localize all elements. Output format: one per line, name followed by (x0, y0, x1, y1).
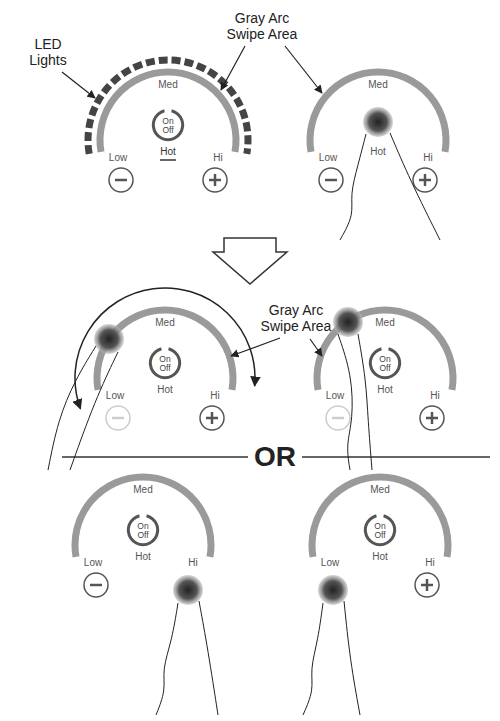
arc-label: Hi (430, 390, 439, 402)
ring (149, 347, 181, 379)
minus-button (109, 168, 133, 192)
button-text: On Off (160, 117, 176, 134)
finger-outline (156, 603, 178, 715)
button-text: On Off (377, 355, 393, 372)
minus-button (319, 168, 343, 192)
minus-button (106, 406, 130, 430)
on-off-button: On Off (362, 512, 398, 548)
gray-arc (75, 477, 211, 557)
arc-label: Hot (157, 384, 173, 396)
arc-label: Hi (210, 390, 219, 402)
underline (160, 159, 176, 161)
minus-button (84, 573, 108, 597)
on-off-button: On Off (125, 512, 161, 548)
arc-label: Low (106, 390, 124, 402)
arc-label: Low (319, 152, 337, 164)
fingertip (94, 324, 124, 354)
gray-arc (310, 72, 446, 152)
ring (152, 109, 184, 141)
minus-bar (332, 417, 344, 420)
callout-label: LED Lights (18, 36, 78, 68)
arc-label: Hot (377, 384, 393, 396)
arc-label: Low (109, 152, 127, 164)
button-text: On Off (157, 355, 173, 372)
arc-label: Hot (135, 551, 151, 563)
arc-label: Hi (213, 152, 222, 164)
plus-button (413, 168, 437, 192)
minus-bar (325, 179, 337, 182)
finger-outline (390, 133, 440, 240)
minus-bar (90, 584, 102, 587)
fingertip (363, 107, 393, 137)
arc-label: Med (375, 317, 394, 329)
swipe-arrow (75, 288, 255, 409)
leader-line (231, 338, 280, 356)
arc-label: Hi (423, 152, 432, 164)
plus-button (203, 168, 227, 192)
minus-bar (115, 179, 127, 182)
plus-button (200, 406, 224, 430)
on-off-button: On Off (150, 107, 186, 143)
arc-label: Hot (372, 551, 388, 563)
ring (364, 514, 396, 546)
plus-bar (211, 412, 214, 424)
finger-outline (338, 334, 352, 470)
arc-label: Low (84, 557, 102, 569)
arc-label: Hot (370, 146, 386, 158)
finger-outline (303, 603, 323, 715)
or-label: OR (248, 442, 302, 472)
arc-label: Low (321, 557, 339, 569)
callout-label: Gray Arc Swipe Area (217, 10, 307, 42)
leader-line (310, 339, 322, 356)
plus-bar (424, 174, 427, 186)
led-lights (88, 60, 248, 154)
button-text: On Off (135, 522, 151, 539)
finger-outline (48, 346, 96, 470)
ring (369, 347, 401, 379)
arc-label: Med (158, 79, 177, 91)
ring (127, 514, 159, 546)
leader-line (62, 72, 95, 98)
minus-button (326, 406, 350, 430)
arc-label: Hi (188, 557, 197, 569)
on-off-button: On Off (147, 345, 183, 381)
finger-outline (358, 334, 372, 470)
gray-arc (100, 72, 236, 152)
down-arrow (213, 238, 287, 284)
plus-bar (214, 174, 217, 186)
leader-line (221, 46, 245, 90)
finger-outline (344, 601, 360, 715)
arc-label: Med (370, 484, 389, 496)
finger-outline (340, 134, 366, 240)
on-off-button: On Off (367, 345, 403, 381)
plus-button (415, 573, 439, 597)
arc-label: Med (368, 79, 387, 91)
plus-bar (426, 579, 429, 591)
fingertip (173, 575, 203, 605)
arc-label: Hi (425, 557, 434, 569)
arc-label: Hot (160, 146, 176, 158)
plus-bar (431, 412, 434, 424)
finger-outline (70, 352, 118, 470)
fingertip (318, 575, 348, 605)
fingertip (333, 307, 363, 337)
callout-label: Gray Arc Swipe Area (251, 302, 341, 334)
button-text: On Off (372, 522, 388, 539)
minus-bar (112, 417, 124, 420)
arc-label: Low (326, 390, 344, 402)
arc-label: Med (133, 484, 152, 496)
gray-arc (312, 477, 448, 557)
arc-label: Med (155, 317, 174, 329)
finger-outline (199, 601, 218, 715)
leader-line (285, 46, 322, 93)
plus-button (420, 406, 444, 430)
